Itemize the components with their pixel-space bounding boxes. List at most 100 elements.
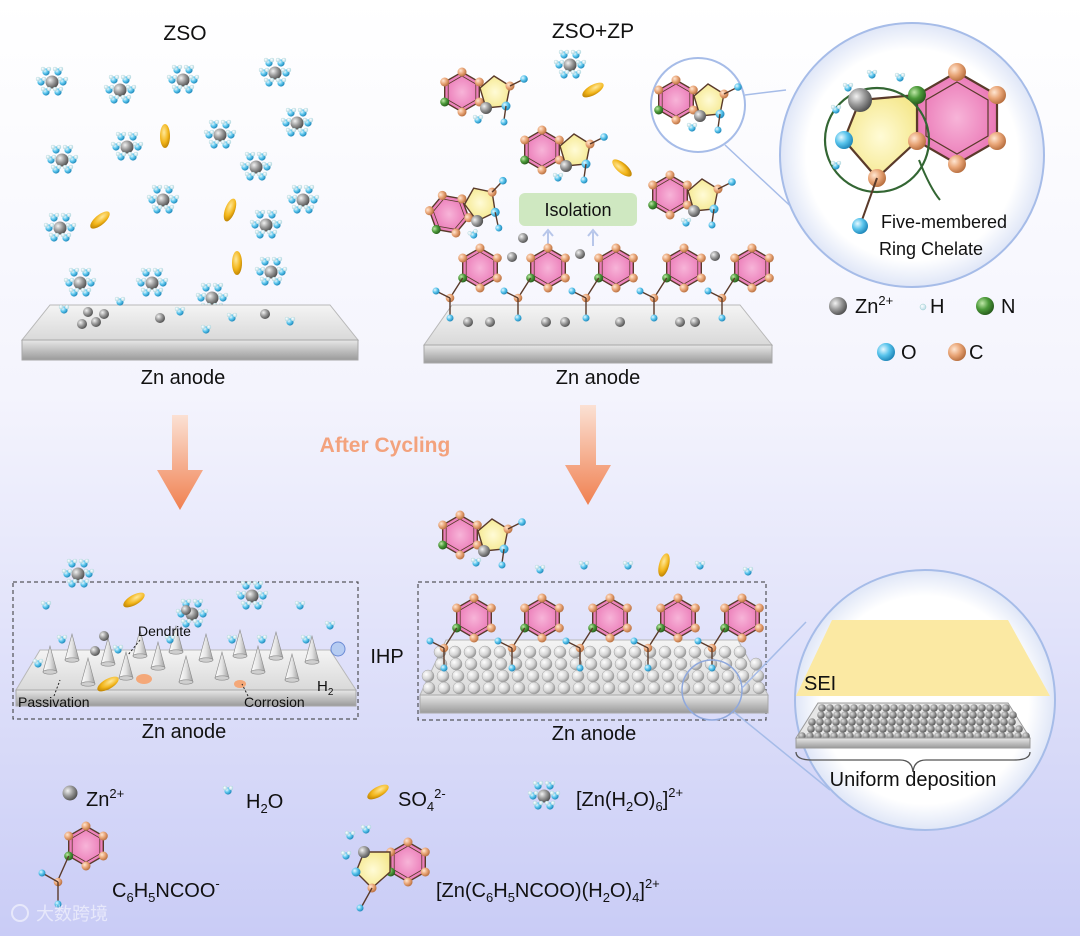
anode-label-zso: Zn anode: [141, 367, 226, 389]
deposited-zinc-ball: [616, 669, 630, 683]
deposited-zinc-ball: [647, 681, 661, 695]
uniform-zinc-ball: [1007, 725, 1015, 733]
uniform-zinc-ball: [1002, 704, 1010, 712]
arrow-right: [565, 405, 611, 505]
deposited-zinc-ball: [572, 681, 586, 695]
legend-h2o-sub: 2: [260, 801, 267, 816]
uniform-zinc-ball: [1001, 711, 1009, 719]
uniform-zinc-ball: [818, 704, 826, 712]
deposited-zinc-ball: [628, 645, 642, 659]
legend-ligand-sub1: 6: [126, 890, 133, 905]
uniform-zinc-ball: [889, 711, 897, 719]
uniform-zinc-ball: [994, 704, 1002, 712]
sei-layer: [796, 620, 1050, 696]
sei-label: SEI: [804, 673, 836, 695]
ihp-label: IHP: [370, 646, 403, 668]
uniform-zinc-ball: [992, 718, 1000, 726]
uniform-zinc-ball: [911, 725, 919, 733]
deposited-zinc-ball: [539, 657, 553, 671]
legend-o-label: O: [901, 342, 917, 364]
uniform-zinc-ball: [834, 704, 842, 712]
uniform-zinc-ball: [913, 711, 921, 719]
deposited-zinc-ball: [752, 681, 766, 695]
uniform-zinc-ball: [831, 725, 839, 733]
uniform-zinc-ball: [840, 718, 848, 726]
uniform-zinc-ball: [914, 704, 922, 712]
isolation-callout: Isolation: [507, 193, 720, 262]
uniform-zinc-ball: [967, 725, 975, 733]
svg-text:SO42-: SO42-: [398, 786, 446, 814]
deposited-zinc-ball: [584, 657, 598, 671]
uniform-zinc-ball: [839, 725, 847, 733]
anode-label-zso-cycled: Zn anode: [142, 721, 227, 743]
legend-h2o-h: H: [246, 791, 260, 813]
uniform-zinc-ball: [817, 711, 825, 719]
deposited-zinc-ball: [422, 681, 436, 695]
uniform-zinc-ball: [832, 718, 840, 726]
after-cycling-label: After Cycling: [320, 434, 451, 457]
uniform-zinc-ball: [1008, 718, 1016, 726]
uniform-zinc-ball: [857, 711, 865, 719]
uniform-zinc-ball: [943, 725, 951, 733]
panel-title-zso: ZSO: [163, 22, 206, 45]
uniform-zinc-ball: [815, 725, 823, 733]
uniform-zinc-ball: [864, 718, 872, 726]
uniform-zinc-ball: [856, 718, 864, 726]
legend-complex-sub3: 2: [603, 890, 610, 905]
uniform-zinc-ball: [1000, 718, 1008, 726]
deposited-zinc-ball: [614, 657, 628, 671]
deposited-zinc-ball: [598, 645, 612, 659]
deposited-zinc-ball: [466, 669, 480, 683]
deposited-zinc-ball: [571, 669, 585, 683]
uniform-zinc-ball: [823, 725, 831, 733]
uniform-zinc-ball: [855, 725, 863, 733]
uniform-zinc-ball: [807, 725, 815, 733]
legend-ligand-sub2: 5: [148, 890, 155, 905]
uniform-zinc-ball: [863, 725, 871, 733]
deposited-zinc-ball: [467, 681, 481, 695]
uniform-zinc-ball: [927, 725, 935, 733]
uniform-zinc-ball: [921, 711, 929, 719]
uniform-zinc-ball: [944, 718, 952, 726]
deposited-zinc-ball: [707, 681, 721, 695]
panel-zso-cycled: Dendrite Passivation Corrosion H2 Zn ano…: [12, 559, 359, 743]
uniform-zinc-ball: [881, 711, 889, 719]
deposited-zinc-ball: [688, 645, 702, 659]
uniform-zinc-ball: [922, 704, 930, 712]
cycling-arrows: After Cycling: [157, 405, 611, 510]
deposited-zinc-ball: [721, 669, 735, 683]
deposited-zinc-ball: [674, 657, 688, 671]
deposited-zinc-ball: [451, 669, 465, 683]
h2-label: H: [317, 678, 328, 695]
deposited-zinc-ball: [734, 657, 748, 671]
uniform-zinc-ball: [986, 704, 994, 712]
uniform-zinc-ball: [912, 718, 920, 726]
deposited-zinc-ball: [659, 657, 673, 671]
deposited-zinc-ball: [493, 645, 507, 659]
uniform-zinc-ball: [848, 718, 856, 726]
uniform-zinc-ball: [874, 704, 882, 712]
uniform-zinc-ball: [897, 711, 905, 719]
legend-complex-d: O): [610, 880, 632, 902]
panel-title-zso-zp: ZSO+ZP: [552, 20, 634, 43]
uniform-zinc-ball: [937, 711, 945, 719]
hydrogen-swatch: [919, 303, 927, 311]
atom-legend: Zn2+ H N O C: [829, 293, 1015, 364]
deposited-zinc-ball: [524, 657, 538, 671]
svg-text:H2O: H2O: [246, 791, 283, 816]
deposited-zinc-ball: [749, 657, 763, 671]
deposited-zinc-ball: [449, 657, 463, 671]
deposited-zinc-ball: [646, 669, 660, 683]
uniform-zinc-ball: [952, 718, 960, 726]
uniform-zinc-ball: [888, 718, 896, 726]
legend-n-label: N: [1001, 296, 1015, 318]
uniform-zinc-ball: [850, 704, 858, 712]
deposited-zinc-ball: [523, 645, 537, 659]
legend-h2o-o: O: [268, 791, 284, 813]
uniform-zinc-ball: [977, 711, 985, 719]
isolation-label: Isolation: [544, 200, 611, 220]
uniform-zinc-ball: [970, 704, 978, 712]
uniform-zinc-ball: [866, 704, 874, 712]
deposited-zinc-ball: [718, 645, 732, 659]
